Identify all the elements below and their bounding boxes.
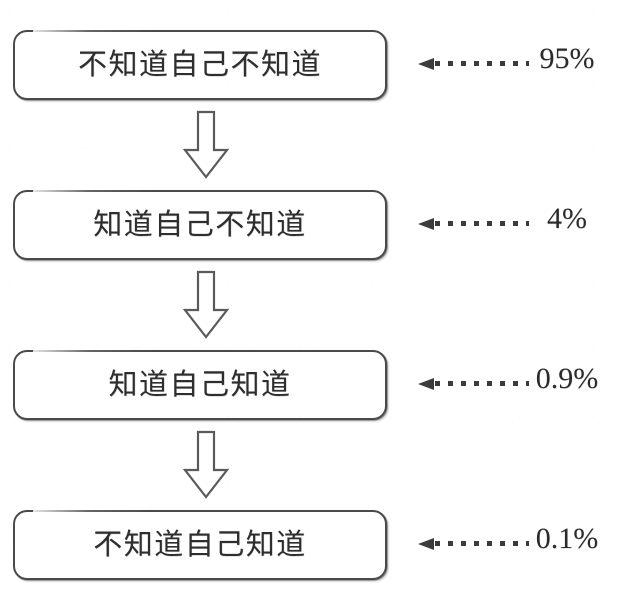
dotted-line	[435, 541, 529, 546]
percent-value: 0.1%	[535, 522, 599, 555]
dotted-left-arrow-icon	[418, 215, 534, 233]
down-block-arrow-icon	[183, 430, 229, 500]
flow-node-label: 不知道自己不知道	[77, 46, 322, 81]
arrowhead-left-icon	[418, 218, 434, 230]
flow-node-label: 不知道自己知道	[93, 526, 307, 561]
flow-node-label: 知道自己知道	[108, 366, 292, 401]
flow-node-label: 知道自己不知道	[93, 206, 307, 241]
arrowhead-left-icon	[418, 378, 434, 390]
percent-value: 4%	[547, 202, 587, 235]
percent-value: 0.9%	[535, 362, 599, 395]
down-block-arrow-icon	[183, 270, 229, 340]
flow-node-box[interactable]: 不知道自己知道	[13, 510, 387, 580]
flow-node-box[interactable]: 知道自己不知道	[13, 190, 387, 260]
flow-node-box[interactable]: 知道自己知道	[13, 350, 387, 420]
dotted-line	[435, 381, 529, 386]
dotted-line	[435, 61, 529, 66]
flow-step-row: 不知道自己不知道 95%	[0, 28, 617, 106]
flow-node-box[interactable]: 不知道自己不知道	[13, 30, 387, 100]
flow-step-row: 知道自己不知道 4%	[0, 188, 617, 266]
flow-step-row: 不知道自己知道 0.1%	[0, 508, 617, 586]
down-block-arrow-icon	[183, 110, 229, 180]
dotted-line	[435, 221, 529, 226]
dotted-left-arrow-icon	[418, 55, 534, 73]
dotted-left-arrow-icon	[418, 375, 534, 393]
arrowhead-left-icon	[418, 58, 434, 70]
arrowhead-left-icon	[418, 538, 434, 550]
flow-step-row: 知道自己知道 0.9%	[0, 348, 617, 426]
percent-value: 95%	[539, 42, 595, 75]
dotted-left-arrow-icon	[418, 535, 534, 553]
